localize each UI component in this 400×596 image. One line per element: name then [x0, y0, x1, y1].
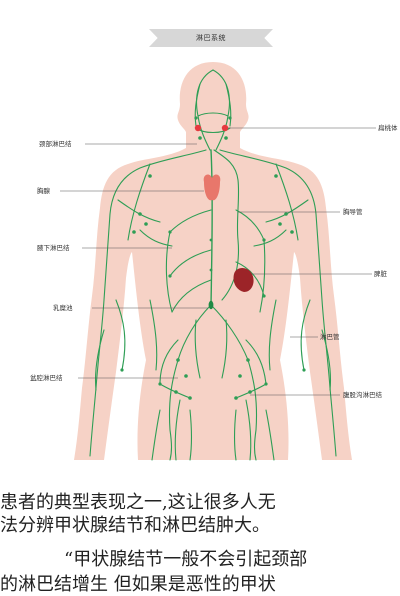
- article-line-2: 法分辨甲状腺结节和淋巴结肿大。: [0, 515, 400, 537]
- body-silhouette: [74, 62, 352, 460]
- label-pelvic-nodes: 盆腔淋巴结: [30, 374, 63, 382]
- label-thymus: 胸腺: [37, 187, 50, 195]
- label-thoracic-duct: 胸导管: [343, 208, 363, 216]
- article-line-1: 患者的典型表现之一,这让很多人无: [0, 492, 400, 514]
- label-cisterna-chyli: 乳糜池: [53, 304, 73, 312]
- article-line-4: 的淋巴结增生 但如果是恶性的甲状: [0, 574, 400, 596]
- label-axillary-nodes: 腋下淋巴结: [37, 244, 70, 252]
- diagram-title-banner: 淋巴系统: [149, 29, 273, 47]
- label-tonsils: 扁桃体: [378, 124, 398, 132]
- label-inguinal-nodes: 腹股沟淋巴结: [343, 391, 382, 399]
- article-line-3: “甲状腺结节一般不会引起颈部: [64, 549, 400, 571]
- tonsil-left: [195, 125, 201, 131]
- tonsil-right: [222, 125, 228, 131]
- lymphatic-system-illustration: [0, 50, 400, 462]
- label-lymph-vessels: 淋巴管: [320, 333, 340, 341]
- diagram-title: 淋巴系统: [196, 33, 226, 43]
- cisterna-chyli: [209, 301, 214, 309]
- label-spleen: 脾脏: [374, 270, 387, 278]
- label-cervical-nodes: 颈部淋巴结: [39, 140, 72, 148]
